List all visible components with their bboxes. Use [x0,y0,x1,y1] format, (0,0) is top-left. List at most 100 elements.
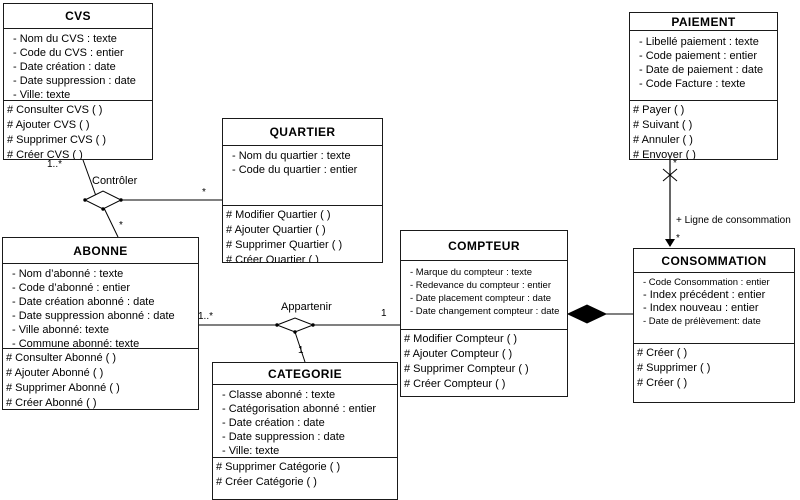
method-row: # Supprimer Quartier ( ) [226,239,343,251]
attribute-row: - Code d’abonné : entier [12,282,131,294]
class-title: CONSOMMATION [634,249,794,273]
attribute-row: - Marque du compteur : texte [410,267,532,278]
connector-dot [275,323,279,327]
attribute-row: - Redevance du compteur : entier [410,280,551,291]
attribute-row: - Code Consommation : entier [643,277,770,288]
attribute-row: - Date création abonné : date [12,296,155,308]
class-title: ABONNE [3,238,198,264]
non-navigable-cross-icon [662,168,678,182]
method-row: # Créer ( ) [637,347,688,359]
class-methods: # Payer ( ) # Suivant ( ) # Annuler ( ) … [630,101,777,159]
attribute-row: - Date de paiement : date [639,64,764,76]
class-attributes: - Nom d’abonné : texte - Code d’abonné :… [3,264,198,349]
attribute-row: - Date création : date [222,417,325,429]
controler-association-diamond [83,190,123,210]
attribute-row: - Date changement compteur : date [410,306,560,317]
method-row: # Supprimer ( ) [637,362,711,374]
composition-diamond [566,304,608,324]
multiplicity-appartenir-abonne: 1..* [198,311,214,322]
method-row: # Annuler ( ) [633,134,693,146]
class-title: PAIEMENT [630,13,777,31]
method-row: # Créer ( ) [637,377,688,389]
attribute-row: - Nom du quartier : texte [232,150,351,162]
class-attributes: - Classe abonné : texte - Catégorisation… [213,385,397,458]
multiplicity-ligne-consommation: * [676,233,680,244]
method-row: # Envoyer ( ) [633,149,696,159]
connector-dot [83,198,87,202]
class-box-consommation: CONSOMMATION - Code Consommation : entie… [633,248,795,403]
arrowhead-icon [665,239,675,247]
class-attributes: - Nom du CVS : texte - Code du CVS : ent… [4,29,152,101]
attribute-row: - Catégorisation abonné : entier [222,403,377,415]
method-row: # Modifier Compteur ( ) [404,333,518,345]
method-row: # Créer Compteur ( ) [404,378,506,390]
method-row: # Payer ( ) [633,104,685,116]
multiplicity-appartenir-compteur: 1 [381,308,387,319]
class-methods: # Modifier Quartier ( ) # Ajouter Quarti… [223,206,382,262]
class-box-paiement: PAIEMENT - Libellé paiement : texte - Co… [629,12,778,160]
connector-dot [311,323,315,327]
multiplicity-appartenir-categorie: 1 [298,345,304,356]
method-row: # Modifier Quartier ( ) [226,209,331,221]
attribute-row: - Date suppression : date [222,431,345,443]
appartenir-categorie-line [294,331,306,363]
class-box-abonne: ABONNE - Nom d’abonné : texte - Code d’a… [2,237,199,410]
method-row: # Créer Quartier ( ) [226,254,319,262]
class-attributes: - Code Consommation : entier - Index pré… [634,273,794,344]
attribute-row: - Date suppression : date [13,75,136,87]
method-row: # Ajouter CVS ( ) [7,119,90,131]
association-label-appartenir: Appartenir [281,301,332,313]
method-row: # Supprimer Catégorie ( ) [216,461,341,473]
class-methods: # Supprimer Catégorie ( ) # Créer Catégo… [213,458,397,499]
attribute-row: - Date de prélèvement: date [643,316,761,327]
connector-dot [101,207,105,211]
class-attributes: - Nom du quartier : texte - Code du quar… [223,146,382,206]
method-row: # Ajouter Quartier ( ) [226,224,326,236]
multiplicity-controler-abonne: * [119,220,123,231]
class-title: COMPTEUR [401,231,567,261]
attribute-row: - Ville abonné: texte [12,324,110,336]
controler-abonne-line [103,207,119,238]
class-box-compteur: COMPTEUR - Marque du compteur : texte - … [400,230,568,397]
controler-cvs-line [82,159,97,197]
class-box-cvs: CVS - Nom du CVS : texte - Code du CVS :… [3,3,153,160]
attribute-row: - Date création : date [13,61,116,73]
class-title: CATEGORIE [213,363,397,385]
class-methods: # Modifier Compteur ( ) # Ajouter Compte… [401,330,567,396]
attribute-row: - Ville: texte [222,445,280,457]
attribute-row: - Nom d’abonné : texte [12,268,124,280]
method-row: # Créer Abonné ( ) [6,397,97,409]
class-box-quartier: QUARTIER - Nom du quartier : texte - Cod… [222,118,383,263]
association-label-ligne-consommation: + Ligne de consommation [676,215,791,226]
multiplicity-controler-cvs: 1..* [47,159,63,170]
class-methods: # Consulter Abonné ( ) # Ajouter Abonné … [3,349,198,409]
method-row: # Consulter Abonné ( ) [6,352,117,364]
method-row: # Ajouter Compteur ( ) [404,348,513,360]
method-row: # Ajouter Abonné ( ) [6,367,104,379]
connector-dot [119,198,123,202]
attribute-row: - Code du quartier : entier [232,164,358,176]
class-methods: # Créer ( ) # Supprimer ( ) # Créer ( ) [634,344,794,402]
method-row: # Supprimer Abonné ( ) [6,382,120,394]
attribute-row: - Code du CVS : entier [13,47,124,59]
method-row: # Créer CVS ( ) [7,149,83,159]
appartenir-association-diamond [275,317,315,333]
class-title: CVS [4,4,152,29]
class-attributes: - Marque du compteur : texte - Redevance… [401,261,567,330]
attribute-row: - Commune abonné: texte [12,338,140,349]
attribute-row: - Index précédent : entier [643,289,766,301]
method-row: # Suivant ( ) [633,119,693,131]
class-methods: # Consulter CVS ( ) # Ajouter CVS ( ) # … [4,101,152,159]
attribute-row: - Libellé paiement : texte [639,36,759,48]
attribute-row: - Date suppression abonné : date [12,310,175,322]
method-row: # Créer Catégorie ( ) [216,476,317,488]
class-title: QUARTIER [223,119,382,146]
attribute-row: - Classe abonné : texte [222,389,336,401]
attribute-row: - Code Facture : texte [639,78,746,90]
class-attributes: - Libellé paiement : texte - Code paieme… [630,31,777,101]
multiplicity-controler-quartier: * [202,187,206,198]
attribute-row: - Nom du CVS : texte [13,33,117,45]
attribute-row: - Ville: texte [13,89,71,101]
